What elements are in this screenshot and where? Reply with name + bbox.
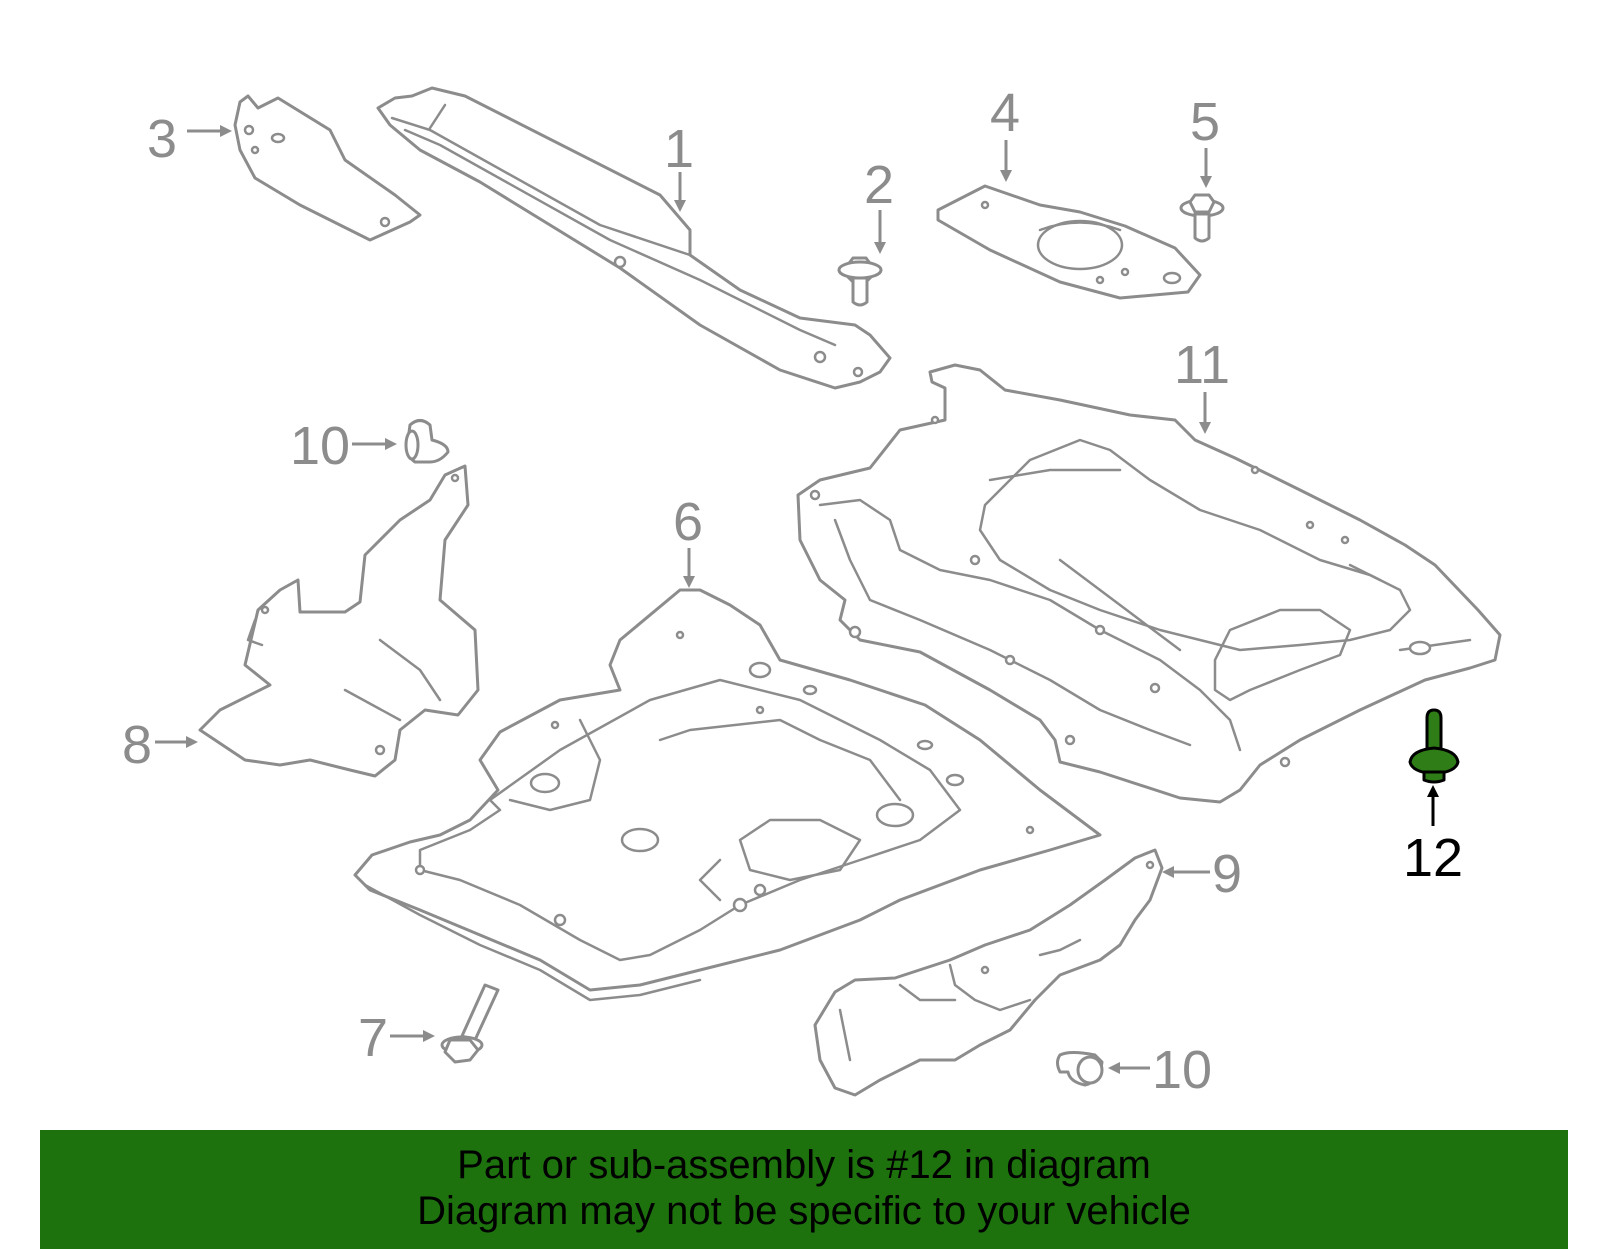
callout-7: 7 <box>358 1008 388 1068</box>
part-4-plate <box>936 184 1202 300</box>
part-6-underbody-shield <box>353 588 1102 1002</box>
callout-4: 4 <box>990 83 1020 143</box>
callout-11: 11 <box>1174 335 1230 395</box>
callout-1: 1 <box>664 119 694 179</box>
part-5-bolt <box>1179 193 1225 243</box>
part-2-bolt <box>837 256 883 307</box>
callout-5: 5 <box>1190 92 1220 152</box>
banner-line-part-number: Part or sub-assembly is #12 in diagram <box>457 1143 1151 1187</box>
part-12-bolt-highlighted <box>1408 708 1460 784</box>
callout-9: 9 <box>1212 844 1242 904</box>
banner-line-disclaimer: Diagram may not be specific to your vehi… <box>417 1189 1191 1233</box>
part-8-side-shield <box>198 464 480 778</box>
callout-3: 3 <box>147 109 177 169</box>
part-7-bolt <box>440 983 500 1064</box>
part-9-side-shield <box>813 848 1164 1097</box>
callout-12-highlighted: 12 <box>1403 828 1463 888</box>
part-10-clip-lower <box>1056 1051 1104 1087</box>
part-10-clip-upper <box>404 419 450 464</box>
parts-diagram: 3 1 2 4 5 11 10 6 8 9 7 10 12 <box>122 83 1502 1100</box>
leader-arrows <box>155 125 1439 1074</box>
part-3-bracket <box>233 94 422 242</box>
part-info-banner: Part or sub-assembly is #12 in diagram D… <box>40 1130 1568 1249</box>
callout-10-upper: 10 <box>290 416 350 476</box>
callout-2: 2 <box>864 155 894 215</box>
callout-8: 8 <box>122 715 152 775</box>
callout-6: 6 <box>673 492 703 552</box>
part-11-rear-shield <box>796 363 1502 804</box>
callout-10-lower: 10 <box>1152 1040 1212 1100</box>
part-1-cross-member <box>376 86 892 390</box>
